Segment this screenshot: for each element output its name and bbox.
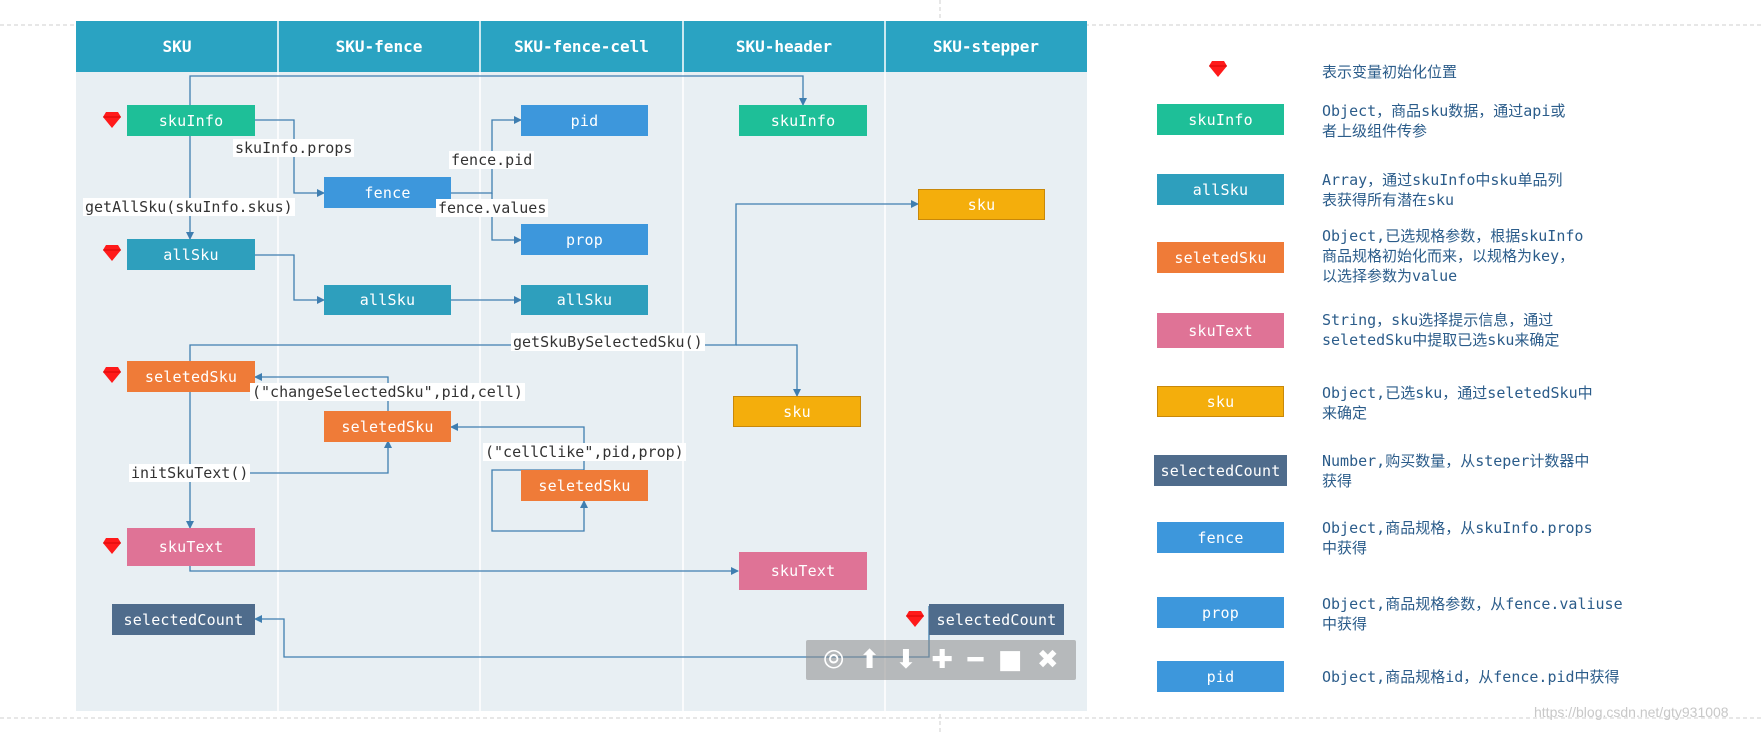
node-selectedcount: selectedCount	[112, 604, 255, 635]
cursor-icon[interactable]: ⦾	[823, 644, 845, 675]
arrow-up-icon[interactable]: ⬆	[858, 645, 881, 675]
node-skutext: skuText	[127, 528, 255, 566]
legend-desc-pid: Object,商品规格id，从fence.pid中获得	[1322, 668, 1620, 686]
edge-initskutext	[189, 392, 392, 474]
edge-skuinfo-to-header	[189, 75, 807, 106]
square-icon[interactable]: ■	[997, 645, 1023, 675]
edge-label-fence-values: fence.values	[436, 199, 549, 217]
node-seletedsku-cell: seletedSku	[521, 470, 648, 501]
node-allsku-fence: allSku	[324, 285, 451, 315]
plus-icon[interactable]: ✚	[931, 645, 954, 675]
legend-desc-prop: Object,商品规格参数，从fence.valiuse 中获得	[1322, 595, 1623, 633]
edge-allsku-to-fence	[255, 254, 325, 304]
swimlane-header	[76, 21, 1087, 72]
red-gem-icon	[1209, 61, 1227, 77]
node-skuinfo-header: skuInfo	[739, 105, 867, 136]
node-selectedcount-stepper: selectedCount	[929, 604, 1064, 635]
legend-desc-skuinfo: Object，商品sku数据，通过api或 者上级组件传参	[1322, 102, 1566, 140]
edge-label-fence-pid: fence.pid	[449, 151, 535, 169]
legend-desc-allsku: Array，通过skuInfo中sku单品列 表获得所有潜在sku	[1322, 171, 1563, 209]
lane-header-sku-fence-cell: SKU-fence-cell	[514, 37, 649, 56]
legend-swatch-skuinfo: skuInfo	[1157, 104, 1284, 135]
legend-desc-skutext: String，sku选择提示信息，通过 seletedSku中提取已选sku来确…	[1322, 311, 1560, 349]
lane-header-sku: SKU	[162, 37, 192, 56]
legend-swatch-allsku: allSku	[1157, 174, 1284, 205]
watermark: https://blog.csdn.net/gty931008	[1534, 704, 1729, 720]
node-allsku: allSku	[127, 239, 255, 270]
red-gem-icon	[103, 367, 121, 383]
lane-header-sku-fence: SKU-fence	[335, 37, 423, 56]
red-gem-icon	[103, 538, 121, 554]
node-fence: fence	[324, 177, 451, 208]
node-pid: pid	[521, 105, 648, 136]
arrow-down-icon[interactable]: ⬇	[894, 645, 917, 675]
legend-swatch-fence: fence	[1157, 522, 1284, 553]
legend-swatch-selectedcount: selectedCount	[1154, 455, 1287, 486]
lane-header-sku-stepper: SKU-stepper	[933, 37, 1039, 56]
close-icon[interactable]: ✖	[1036, 645, 1059, 675]
legend-swatch-pid: pid	[1157, 661, 1284, 692]
legend-desc-seletedsku: Object,已选规格参数，根据skuInfo 商品规格初始化而来，以规格为ke…	[1322, 227, 1584, 285]
edge-label-getskubyselectedsku: getSkuBySelectedSku()	[511, 333, 705, 351]
legend-swatch-skutext: skuText	[1157, 313, 1284, 348]
lane-header-sku-header: SKU-header	[735, 37, 833, 56]
edge-label-initskutext: initSkuText()	[129, 464, 251, 482]
red-gem-icon	[103, 112, 121, 128]
legend-desc-sku: Object,已选sku，通过seletedSku中 来确定	[1322, 384, 1593, 422]
edge-skutext-to-header	[189, 562, 739, 575]
node-allsku-cell: allSku	[521, 285, 648, 315]
node-seletedsku-fence: seletedSku	[324, 411, 451, 442]
edge-getsku-to-header	[736, 344, 801, 397]
legend-gem-text: 表示变量初始化位置	[1322, 63, 1458, 81]
edge-label-cellclike: ("cellClike",pid,prop)	[483, 443, 686, 461]
edge-label-skuinfo-props: skuInfo.props	[233, 139, 355, 157]
red-gem-icon	[906, 611, 924, 627]
legend-desc-selectedcount: Number,购买数量，从steper计数器中 获得	[1322, 452, 1590, 490]
edge-label-changeselectedsku: ("changeSelectedSku",pid,cell)	[250, 383, 525, 401]
legend-swatch-seletedsku: seletedSku	[1157, 242, 1284, 273]
node-prop: prop	[521, 224, 648, 255]
node-skuinfo: skuInfo	[127, 105, 255, 136]
legend-desc-fence: Object,商品规格，从skuInfo.props 中获得	[1322, 519, 1593, 557]
red-gem-icon	[103, 245, 121, 261]
node-seletedsku: seletedSku	[127, 361, 255, 392]
minus-icon[interactable]: ━	[967, 645, 984, 675]
node-sku-header: sku	[733, 396, 861, 427]
legend-swatch-prop: prop	[1157, 597, 1284, 628]
legend-swatch-sku: sku	[1157, 386, 1284, 417]
node-sku-stepper: sku	[918, 189, 1045, 220]
edge-label-getallsku: getAllSku(skuInfo.skus)	[83, 198, 295, 216]
viewer-toolbar: ⦾ ⬆ ⬇ ✚ ━ ■ ✖	[806, 640, 1076, 680]
node-skutext-header: skuText	[739, 552, 867, 590]
